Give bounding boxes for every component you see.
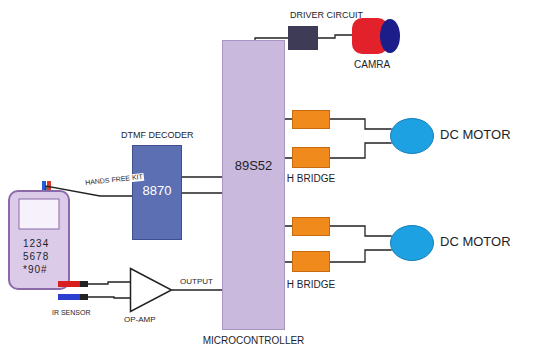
h-bridge-box [293, 218, 330, 236]
box-caption: DTMF DECODER [121, 131, 194, 141]
box-caption: DC MOTOR [440, 235, 511, 249]
camera: CAMRA [352, 14, 402, 56]
box-caption: CAMRA [354, 59, 390, 70]
wire [172, 289, 222, 290]
opamp-outline [130, 268, 172, 312]
box-text: *90# [23, 264, 48, 275]
wire [285, 226, 292, 262]
driver-box: DRIVER CIRCUIT [288, 26, 318, 50]
motor-body [391, 119, 434, 154]
hbridge-outline [292, 217, 330, 272]
box-caption: DC MOTOR [440, 128, 511, 142]
wire [182, 177, 222, 193]
wire [330, 226, 392, 262]
wire [88, 282, 130, 298]
op-amp-triangle [131, 269, 172, 312]
h-bridge-pair: H BRIDGE [292, 110, 330, 168]
wire-label: OUTPUT [179, 278, 214, 287]
h-bridge-pair: H BRIDGE [292, 217, 330, 272]
h-bridge-box [293, 111, 330, 129]
ir-sensor: IR SENSOR [58, 278, 88, 304]
box-caption: OP-AMP [124, 316, 156, 325]
camera-outline [352, 14, 402, 56]
microcontroller-box: 89S52MICROCONTROLLER [222, 40, 285, 330]
hbridge-outline [292, 110, 330, 168]
phone-screen [19, 199, 59, 229]
wire [318, 35, 352, 38]
box-text: 1234 [23, 238, 49, 249]
ir-led [58, 281, 80, 287]
ir-lead [80, 294, 88, 300]
dc-motor: DC MOTOR [390, 225, 434, 261]
box-text: 89S52 [235, 159, 273, 173]
box-caption: DRIVER CIRCUIT [290, 11, 363, 21]
h-bridge-box [293, 252, 330, 272]
box-caption: H BRIDGE [287, 279, 335, 290]
box-text: 8870 [143, 184, 172, 198]
box-caption: H BRIDGE [287, 173, 335, 184]
wire [285, 119, 292, 158]
decoder-box: DTMF DECODER8870 [132, 145, 182, 240]
wire [330, 119, 392, 158]
ir-led [58, 294, 80, 300]
h-bridge-box [293, 148, 330, 168]
motor-outline [390, 118, 434, 154]
motor-outline [390, 225, 434, 261]
handset-plug [47, 181, 51, 190]
box-text: 5678 [23, 251, 49, 262]
phone-body [9, 191, 69, 289]
ir-outline [58, 278, 88, 304]
ir-lead [80, 281, 88, 287]
box-caption: MICROCONTROLLER [203, 335, 305, 346]
dc-motor: DC MOTOR [390, 118, 434, 154]
op-amp: OP-AMP [130, 268, 172, 312]
motor-body [391, 226, 434, 261]
box-caption: IR SENSOR [52, 309, 91, 317]
camera-lens [380, 19, 400, 53]
mobile-phone: 1234 5678 *90# [8, 190, 70, 290]
